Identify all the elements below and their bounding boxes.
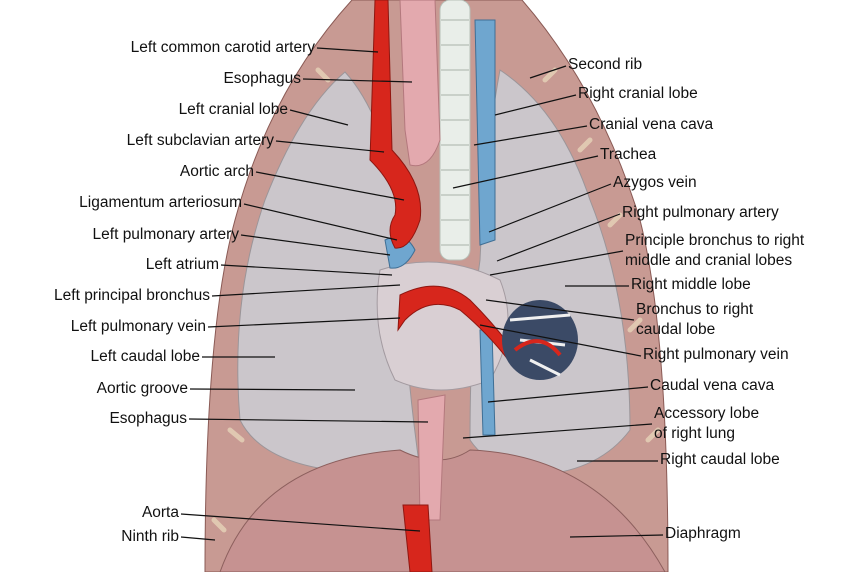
label-second-rib: Second rib (568, 56, 643, 73)
label-left-cranial-lobe: Left cranial lobe (178, 101, 288, 118)
leader-esophagus-upper (302, 78, 413, 83)
label-accessory-lobe-line2: of right lung (654, 425, 735, 442)
leader-esophagus-lower (188, 418, 429, 423)
label-azygos-vein: Azygos vein (613, 174, 697, 191)
label-right-cranial-lobe: Right cranial lobe (578, 85, 698, 102)
leader-azygos-vein (488, 183, 612, 233)
leader-left-pulmonary-artery (240, 234, 391, 256)
label-left-principal-bronchus: Left principal bronchus (54, 287, 210, 304)
leader-left-pulmonary-vein (207, 317, 401, 328)
label-left-common-carotid-artery: Left common carotid artery (130, 39, 315, 56)
label-left-pulmonary-artery: Left pulmonary artery (92, 226, 239, 243)
leader-left-common-carotid-artery (316, 47, 379, 53)
label-diaphragm: Diaphragm (665, 525, 741, 542)
label-ninth-rib: Ninth rib (121, 528, 179, 545)
label-bronchus-right-caudal-line1: Bronchus to right (636, 301, 754, 318)
label-caudal-vena-cava: Caudal vena cava (650, 377, 775, 394)
leader-left-atrium (220, 264, 393, 276)
label-right-caudal-lobe: Right caudal lobe (660, 451, 780, 468)
leader-principle-bronchus-right (489, 250, 624, 276)
label-bronchus-right-caudal-line2: caudal lobe (636, 321, 716, 338)
leader-aorta (180, 513, 421, 532)
leader-caudal-vena-cava (487, 386, 649, 403)
leader-left-subclavian-artery (275, 140, 385, 153)
leader-right-cranial-lobe (494, 94, 577, 116)
leader-right-pulmonary-artery (496, 213, 621, 262)
leader-right-pulmonary-vein (479, 324, 642, 357)
label-principle-bronchus-line2: middle and cranial lobes (625, 252, 793, 269)
leader-aortic-groove (189, 388, 356, 391)
label-ligamentum-arteriosum: Ligamentum arteriosum (79, 194, 242, 211)
label-left-pulmonary-vein: Left pulmonary vein (70, 318, 206, 335)
label-left-subclavian-artery: Left subclavian artery (126, 132, 274, 149)
label-right-middle-lobe: Right middle lobe (631, 276, 751, 293)
leader-accessory-lobe (462, 423, 653, 439)
aorta-descending-shape (402, 504, 433, 572)
cranial-vena-cava-shape (474, 19, 496, 246)
label-aortic-arch: Aortic arch (179, 163, 254, 180)
label-aorta: Aorta (141, 504, 179, 521)
leader-diaphragm (569, 534, 664, 538)
label-left-atrium: Left atrium (145, 256, 219, 273)
label-esophagus-lower: Esophagus (109, 410, 187, 427)
label-esophagus-upper: Esophagus (223, 70, 301, 87)
label-aortic-groove: Aortic groove (96, 380, 188, 397)
aorta-arch-shape (369, 0, 422, 249)
esophagus-upper-shape (399, 0, 441, 167)
right-lung-dissection (502, 300, 578, 380)
label-trachea: Trachea (600, 146, 657, 163)
leader-left-cranial-lobe (289, 109, 349, 126)
leader-second-rib (529, 65, 567, 79)
label-accessory-lobe-line1: Accessory lobe (654, 405, 760, 422)
leader-left-principal-bronchus (211, 284, 401, 297)
leader-trachea (452, 155, 599, 189)
leader-cranial-vena-cava (473, 125, 588, 146)
label-right-pulmonary-vein: Right pulmonary vein (643, 346, 789, 363)
esophagus-lower-shape (417, 394, 446, 521)
leader-ninth-rib (180, 536, 216, 541)
label-left-caudal-lobe: Left caudal lobe (90, 348, 200, 365)
leader-bronchus-right-caudal (485, 299, 635, 321)
leader-ligamentum-arteriosum (243, 203, 398, 241)
label-cranial-vena-cava: Cranial vena cava (589, 116, 714, 133)
leader-aortic-arch (255, 171, 405, 201)
label-right-pulmonary-artery: Right pulmonary artery (622, 204, 779, 221)
label-principle-bronchus-line1: Principle bronchus to right (625, 232, 805, 249)
